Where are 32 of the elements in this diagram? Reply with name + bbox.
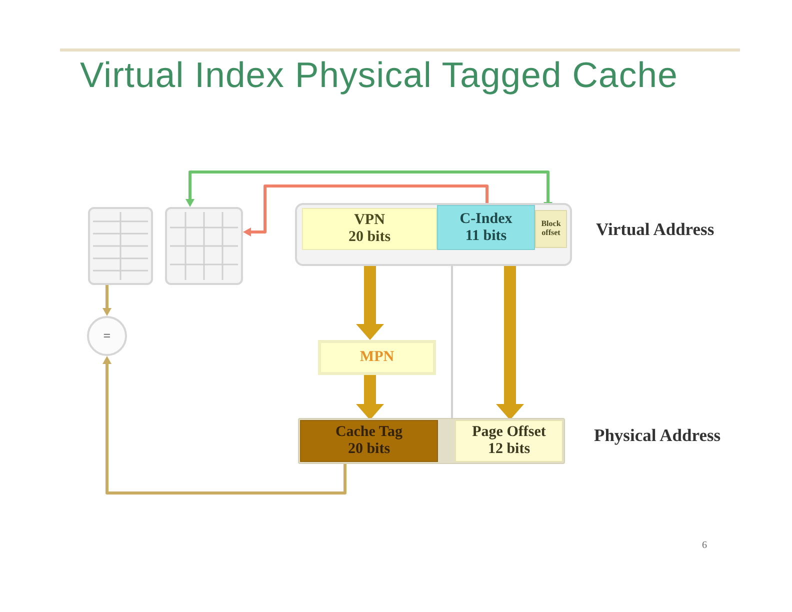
arrow — [102, 285, 112, 316]
field-width: 12 bits — [488, 441, 530, 458]
field-name: VPN — [354, 212, 385, 229]
field-name: C-Index — [460, 210, 512, 228]
field-name: Cache Tag — [335, 424, 403, 441]
cache-tag-field — [300, 420, 438, 462]
arrow — [102, 356, 346, 494]
field-name: Page Offset — [472, 424, 546, 441]
block-offset-field — [535, 210, 567, 248]
arrow — [356, 375, 384, 420]
field-width: 20 bits — [348, 441, 390, 458]
translated-page-box — [318, 340, 436, 375]
field-width: 20 bits — [348, 229, 391, 246]
address-type-label: Physical Address — [594, 425, 721, 446]
arrow — [243, 184, 488, 236]
slide-number: 6 — [702, 540, 707, 551]
title: Virtual Index Physical Tagged Cache — [80, 55, 678, 96]
vpn-field — [302, 208, 437, 250]
field-name: Block offset — [540, 220, 562, 238]
arrow — [356, 266, 384, 340]
tag-array-table — [88, 207, 153, 285]
field-name: MPN — [360, 349, 394, 366]
arrow — [496, 266, 524, 420]
address-type-label: Virtual Address — [596, 219, 714, 240]
cache-index-field — [437, 205, 535, 250]
operator-symbol: = — [103, 328, 111, 344]
data-array-table — [165, 207, 243, 285]
field-width: 11 bits — [465, 228, 507, 244]
page-offset-field — [455, 420, 563, 462]
virtual-address-bar — [295, 203, 572, 266]
physical-address-bar — [298, 418, 565, 464]
comparator-circle — [87, 316, 127, 356]
